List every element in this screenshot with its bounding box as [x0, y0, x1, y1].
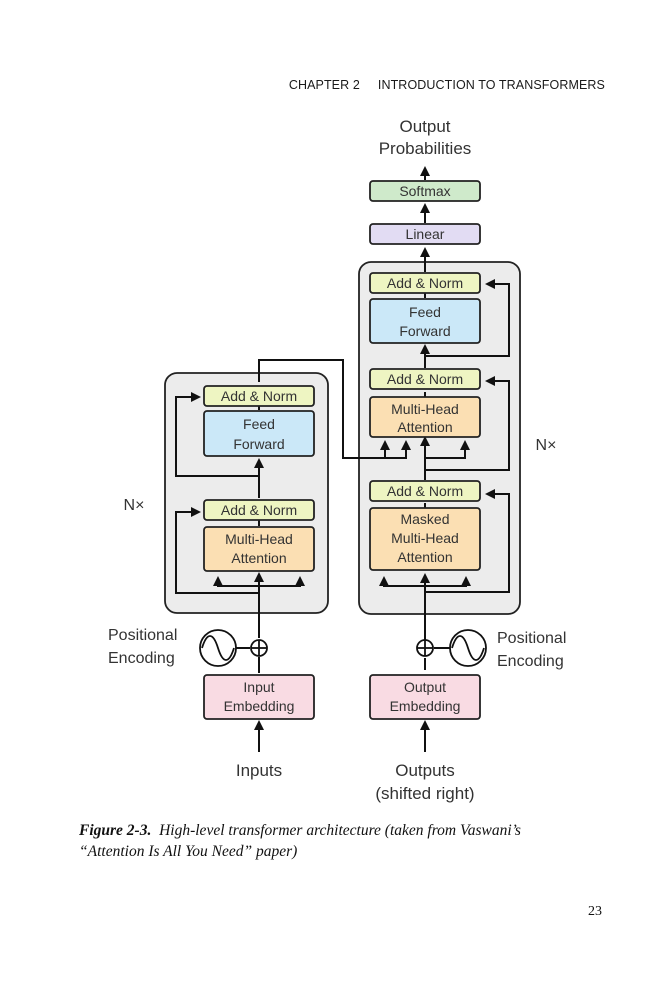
decoder-add-norm-mid-label: Add & Norm	[387, 371, 463, 387]
decoder-masked-line2: Multi-Head	[391, 530, 459, 546]
positional-encoding-right-line2: Encoding	[497, 653, 564, 670]
linear-box	[369, 223, 481, 245]
decoder-multi-head-attention	[369, 396, 481, 438]
encoder-ff-line2: Forward	[233, 436, 284, 452]
decoder-repeat-label: N×	[536, 437, 557, 454]
encoder-positional-encoding-icon	[199, 629, 237, 667]
inputs-label: Inputs	[236, 761, 282, 780]
chapter-label: CHAPTER 2	[288, 78, 360, 92]
figure-caption: Figure 2-3. High-level transformer archi…	[79, 820, 579, 862]
decoder-ff-line1: Feed	[409, 304, 441, 320]
figure-caption-text: High-level transformer architecture (tak…	[79, 822, 521, 860]
encoder-add-circle-icon	[250, 639, 268, 657]
input-embedding-box	[203, 674, 315, 720]
encoder-add-norm-top-label: Add & Norm	[221, 388, 297, 404]
output-probabilities-line2: Probabilities	[379, 139, 472, 158]
encoder-mha-line1: Multi-Head	[225, 531, 293, 547]
encoder-feed-forward	[203, 410, 315, 457]
encoder-add-norm-bottom	[203, 499, 315, 521]
decoder-add-norm-bottom	[369, 480, 481, 502]
decoder-positional-encoding-icon	[449, 629, 487, 667]
chapter-title: INTRODUCTION TO TRANSFORMERS	[377, 78, 605, 92]
decoder-add-norm-top-label: Add & Norm	[387, 275, 463, 291]
outputs-line2: (shifted right)	[375, 784, 474, 803]
running-header: CHAPTER 2 INTRODUCTION TO TRANSFORMERS	[0, 78, 605, 92]
encoder-multi-head-attention	[203, 526, 315, 572]
decoder-add-norm-mid	[369, 368, 481, 390]
encoder-block	[164, 372, 329, 614]
figure-label: Figure 2-3.	[79, 822, 152, 839]
output-probabilities-line1: Output	[399, 117, 450, 136]
decoder-mha-line1: Multi-Head	[391, 401, 459, 417]
output-embedding-line1: Output	[404, 679, 446, 695]
softmax-box	[369, 180, 481, 202]
output-embedding-box	[369, 674, 481, 720]
encoder-add-norm-bottom-label: Add & Norm	[221, 502, 297, 518]
softmax-label: Softmax	[399, 183, 450, 199]
decoder-feed-forward	[369, 298, 481, 344]
decoder-masked-attention	[369, 507, 481, 571]
output-embedding-line2: Embedding	[390, 698, 461, 714]
decoder-masked-line3: Attention	[397, 549, 452, 565]
input-embedding-line2: Embedding	[224, 698, 295, 714]
decoder-ff-line2: Forward	[399, 323, 450, 339]
encoder-repeat-label: N×	[124, 497, 145, 514]
positional-encoding-right-line1: Positional	[497, 630, 566, 647]
decoder-add-norm-bottom-label: Add & Norm	[387, 483, 463, 499]
outputs-line1: Outputs	[395, 761, 455, 780]
linear-label: Linear	[406, 226, 445, 242]
positional-encoding-left-line2: Encoding	[108, 650, 175, 667]
decoder-masked-line1: Masked	[400, 511, 449, 527]
encoder-ff-line1: Feed	[243, 416, 275, 432]
decoder-add-norm-top	[369, 272, 481, 294]
decoder-add-circle-icon	[416, 639, 434, 657]
encoder-add-norm-top	[203, 385, 315, 407]
decoder-mha-line2: Attention	[397, 419, 452, 435]
positional-encoding-left-line1: Positional	[108, 627, 177, 644]
encoder-mha-line2: Attention	[231, 550, 286, 566]
page-number: 23	[588, 904, 602, 919]
input-embedding-line1: Input	[243, 679, 274, 695]
